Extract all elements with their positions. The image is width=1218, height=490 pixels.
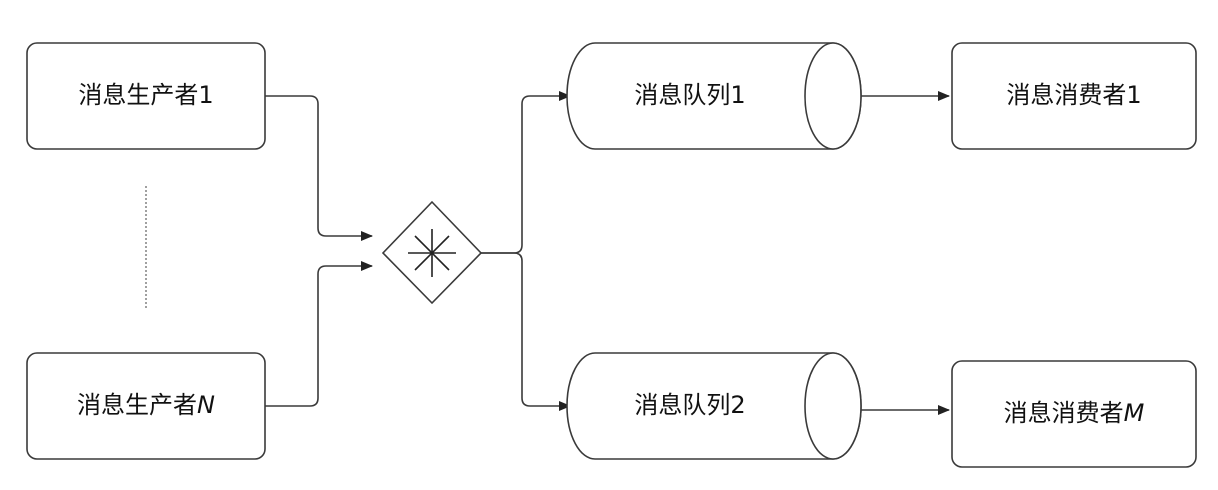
producer-label-1: 消息生产者1 bbox=[78, 81, 213, 109]
exchange-node bbox=[381, 200, 483, 305]
producer-box-n: 消息生产者N bbox=[26, 352, 266, 460]
consumer-label-1: 消息消费者1 bbox=[1006, 81, 1141, 109]
queue-label-1: 消息队列1 bbox=[634, 81, 745, 109]
producer-box-1: 消息生产者1 bbox=[26, 42, 266, 150]
connector-exchange-queue1 bbox=[481, 91, 571, 254]
queue-cylinder-2: 消息队列2 bbox=[566, 352, 862, 460]
queue-cylinder-1: 消息队列1 bbox=[566, 42, 862, 150]
consumer-box-m: 消息消费者M bbox=[951, 360, 1197, 468]
consumer-box-1: 消息消费者1 bbox=[951, 42, 1197, 150]
consumer-label-m: 消息消费者M bbox=[1004, 399, 1145, 427]
connector-producer1-exchange bbox=[265, 95, 373, 241]
connector-exchange-queue2 bbox=[481, 252, 571, 411]
connector-producern-exchange bbox=[265, 261, 373, 407]
producer-label-n: 消息生产者N bbox=[77, 391, 215, 419]
queue-label-2: 消息队列2 bbox=[634, 391, 745, 419]
asterisk-icon bbox=[408, 229, 456, 277]
